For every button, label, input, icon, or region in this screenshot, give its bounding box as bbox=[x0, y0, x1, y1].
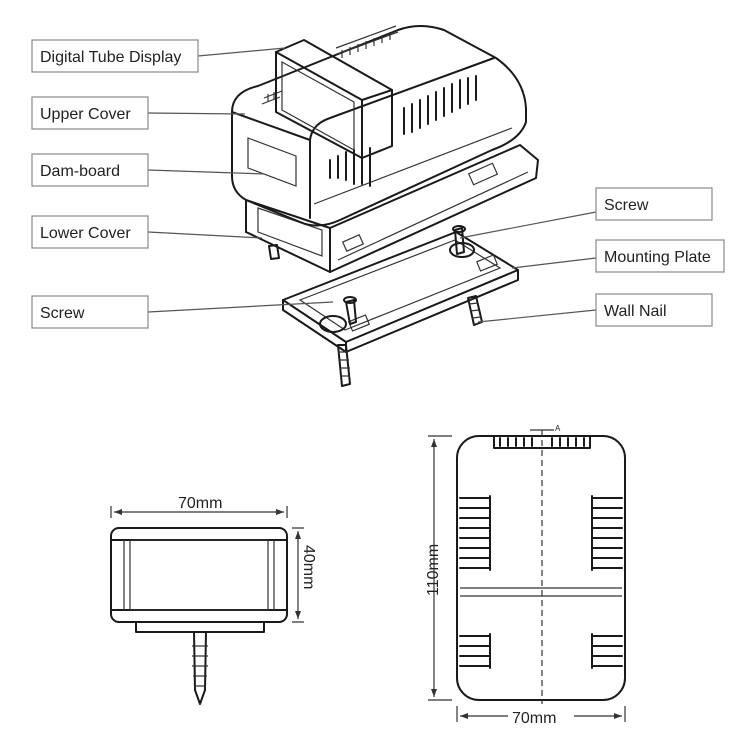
callout-screw-left: Screw bbox=[31, 295, 149, 329]
side-height-label: 40mm bbox=[300, 545, 317, 589]
front-width-label: 70mm bbox=[512, 710, 556, 727]
callout-labels: Digital Tube Display Upper Cover Dam-boa… bbox=[31, 39, 725, 329]
callout-mounting-plate: Mounting Plate bbox=[595, 239, 725, 273]
exploded-view: Digital Tube Display Upper Cover Dam-boa… bbox=[31, 25, 725, 387]
callout-dam-board-text: Dam-board bbox=[40, 163, 120, 180]
section-mark: A bbox=[530, 424, 561, 433]
side-view: 70mm 40mm bbox=[110, 495, 317, 705]
front-height-label: 110mm bbox=[425, 544, 442, 596]
callout-screw-left-text: Screw bbox=[40, 305, 85, 322]
callout-upper-cover-text: Upper Cover bbox=[40, 106, 131, 123]
side-view-wall-nail bbox=[192, 631, 208, 705]
callout-wall-nail-text: Wall Nail bbox=[604, 303, 667, 320]
section-mark-label: A bbox=[555, 424, 561, 433]
front-side-vents bbox=[459, 495, 623, 669]
callout-upper-cover: Upper Cover bbox=[31, 96, 149, 130]
side-width-dimension: 70mm bbox=[110, 495, 288, 518]
side-width-label: 70mm bbox=[178, 495, 222, 512]
side-height-dimension: 40mm bbox=[292, 527, 317, 623]
screw-drawing bbox=[268, 225, 466, 325]
callout-lower-cover: Lower Cover bbox=[31, 215, 149, 249]
callout-dam-board: Dam-board bbox=[31, 153, 149, 187]
front-view: A 110mm 70mm bbox=[425, 424, 626, 727]
callout-screw-right: Screw bbox=[595, 187, 713, 221]
upper-cover-drawing bbox=[231, 25, 527, 227]
leader-lines bbox=[147, 47, 597, 323]
callout-lower-cover-text: Lower Cover bbox=[40, 225, 131, 242]
callout-digital-tube-display-text: Digital Tube Display bbox=[40, 49, 181, 66]
callout-wall-nail: Wall Nail bbox=[595, 293, 713, 327]
front-top-vents bbox=[493, 435, 591, 449]
digital-tube-display-drawing bbox=[275, 39, 393, 159]
front-height-dimension: 110mm bbox=[425, 435, 452, 701]
callout-mounting-plate-text: Mounting Plate bbox=[604, 249, 711, 266]
front-width-dimension: 70mm bbox=[456, 706, 626, 727]
wall-nail-drawing bbox=[337, 295, 483, 387]
callout-digital-tube-display: Digital Tube Display bbox=[31, 39, 199, 73]
lower-cover-drawing bbox=[245, 144, 539, 273]
callout-screw-right-text: Screw bbox=[604, 197, 649, 214]
mounting-plate-drawing bbox=[282, 231, 519, 353]
